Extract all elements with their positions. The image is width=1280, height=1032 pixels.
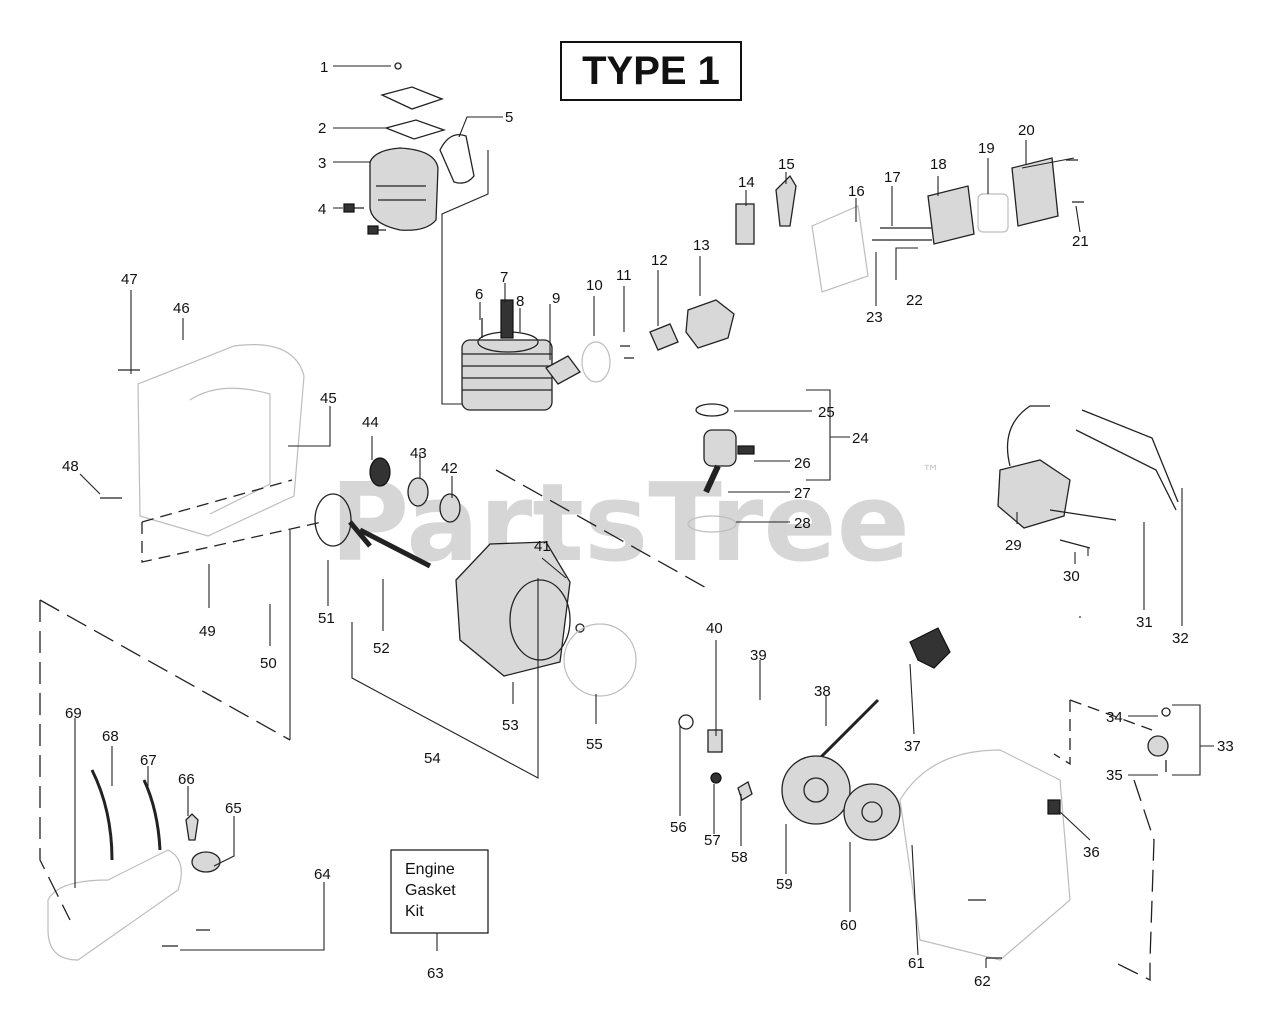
engine-shroud bbox=[100, 344, 305, 537]
label-part-67: 67 bbox=[140, 752, 157, 769]
label-part-13: 13 bbox=[693, 237, 710, 254]
label-part-30: 30 bbox=[1063, 568, 1080, 585]
label-part-10: 10 bbox=[586, 277, 603, 294]
label-part-58: 58 bbox=[731, 849, 748, 866]
label-part-21: 21 bbox=[1072, 233, 1089, 250]
label-part-31: 31 bbox=[1136, 614, 1153, 631]
label-part-59: 59 bbox=[776, 876, 793, 893]
label-part-51: 51 bbox=[318, 610, 335, 627]
label-part-26: 26 bbox=[794, 455, 811, 472]
label-part-55: 55 bbox=[586, 736, 603, 753]
cylinder-group bbox=[461, 299, 581, 411]
label-part-3: 3 bbox=[318, 155, 326, 172]
label-part-45: 45 bbox=[320, 390, 337, 407]
piston-group bbox=[687, 403, 755, 533]
label-part-12: 12 bbox=[651, 252, 668, 269]
label-part-37: 37 bbox=[904, 738, 921, 755]
intake-group bbox=[581, 299, 735, 383]
label-part-56: 56 bbox=[670, 819, 687, 836]
kit-line1: Engine bbox=[405, 861, 455, 878]
label-part-6: 6 bbox=[475, 286, 483, 303]
label-part-64: 64 bbox=[314, 866, 331, 883]
label-part-43: 43 bbox=[410, 445, 427, 462]
label-part-62: 62 bbox=[974, 973, 991, 990]
label-part-69: 69 bbox=[65, 705, 82, 722]
label-part-28: 28 bbox=[794, 515, 811, 532]
label-part-50: 50 bbox=[260, 655, 277, 672]
label-part-27: 27 bbox=[794, 485, 811, 502]
label-part-68: 68 bbox=[102, 728, 119, 745]
label-part-54: 54 bbox=[424, 750, 441, 767]
air-filter-group bbox=[735, 157, 1084, 293]
label-part-15: 15 bbox=[778, 156, 795, 173]
label-part-14: 14 bbox=[738, 174, 755, 191]
kit-line2: Gasket bbox=[405, 882, 456, 899]
watermark-trademark: ™ bbox=[922, 462, 940, 483]
label-part-52: 52 bbox=[373, 640, 390, 657]
diagram-title: TYPE 1 bbox=[582, 49, 720, 93]
label-part-53: 53 bbox=[502, 717, 519, 734]
label-part-42: 42 bbox=[441, 460, 458, 477]
label-part-41: 41 bbox=[534, 538, 551, 555]
muffler-group bbox=[343, 62, 475, 235]
label-part-11: 11 bbox=[616, 267, 632, 284]
label-part-65: 65 bbox=[225, 800, 242, 817]
label-part-33: 33 bbox=[1217, 738, 1234, 755]
label-part-61: 61 bbox=[908, 955, 925, 972]
leader-lines bbox=[74, 65, 1214, 968]
label-part-20: 20 bbox=[1018, 122, 1035, 139]
label-part-66: 66 bbox=[178, 771, 195, 788]
ignition-group bbox=[997, 405, 1179, 549]
label-part-4: 4 bbox=[318, 201, 326, 218]
label-part-57: 57 bbox=[704, 832, 721, 849]
label-part-47: 47 bbox=[121, 271, 138, 288]
label-part-23: 23 bbox=[866, 309, 883, 326]
label-part-2: 2 bbox=[318, 120, 326, 137]
label-part-60: 60 bbox=[840, 917, 857, 934]
label-part-7: 7 bbox=[500, 269, 508, 286]
engine-gasket-kit-box: Engine Gasket Kit bbox=[390, 849, 489, 951]
label-part-29: 29 bbox=[1005, 537, 1022, 554]
starter-housing bbox=[899, 749, 1071, 961]
label-part-17: 17 bbox=[884, 169, 901, 186]
part-labels: 1 2 3 4 5 6 7 8 9 10 11 12 13 14 15 16 1… bbox=[62, 59, 1234, 990]
label-part-49: 49 bbox=[199, 623, 216, 640]
label-part-48: 48 bbox=[62, 458, 79, 475]
label-part-1: 1 bbox=[320, 59, 328, 76]
label-part-32: 32 bbox=[1172, 630, 1189, 647]
kit-line3: Kit bbox=[405, 903, 424, 920]
label-part-8: 8 bbox=[516, 293, 524, 310]
label-part-44: 44 bbox=[362, 414, 379, 431]
assembly-lines bbox=[39, 150, 1155, 982]
label-part-38: 38 bbox=[814, 683, 831, 700]
label-part-39: 39 bbox=[750, 647, 767, 664]
label-part-36: 36 bbox=[1083, 844, 1100, 861]
label-part-40: 40 bbox=[706, 620, 723, 637]
label-part-9: 9 bbox=[552, 290, 560, 307]
part-drawings bbox=[47, 62, 1179, 961]
title-box: TYPE 1 bbox=[560, 41, 742, 101]
label-part-5: 5 bbox=[505, 109, 513, 126]
label-part-63: 63 bbox=[427, 965, 444, 982]
label-part-22: 22 bbox=[906, 292, 923, 309]
starter-group bbox=[678, 627, 1171, 841]
label-part-46: 46 bbox=[173, 300, 190, 317]
label-part-34: 34 bbox=[1106, 709, 1123, 726]
label-part-18: 18 bbox=[930, 156, 947, 173]
label-part-16: 16 bbox=[848, 183, 865, 200]
label-part-19: 19 bbox=[978, 140, 995, 157]
fuel-tank-group bbox=[47, 769, 221, 961]
label-part-24: 24 bbox=[852, 430, 869, 447]
label-part-35: 35 bbox=[1106, 767, 1123, 784]
crankcase-group bbox=[314, 457, 637, 697]
label-part-25: 25 bbox=[818, 404, 835, 421]
